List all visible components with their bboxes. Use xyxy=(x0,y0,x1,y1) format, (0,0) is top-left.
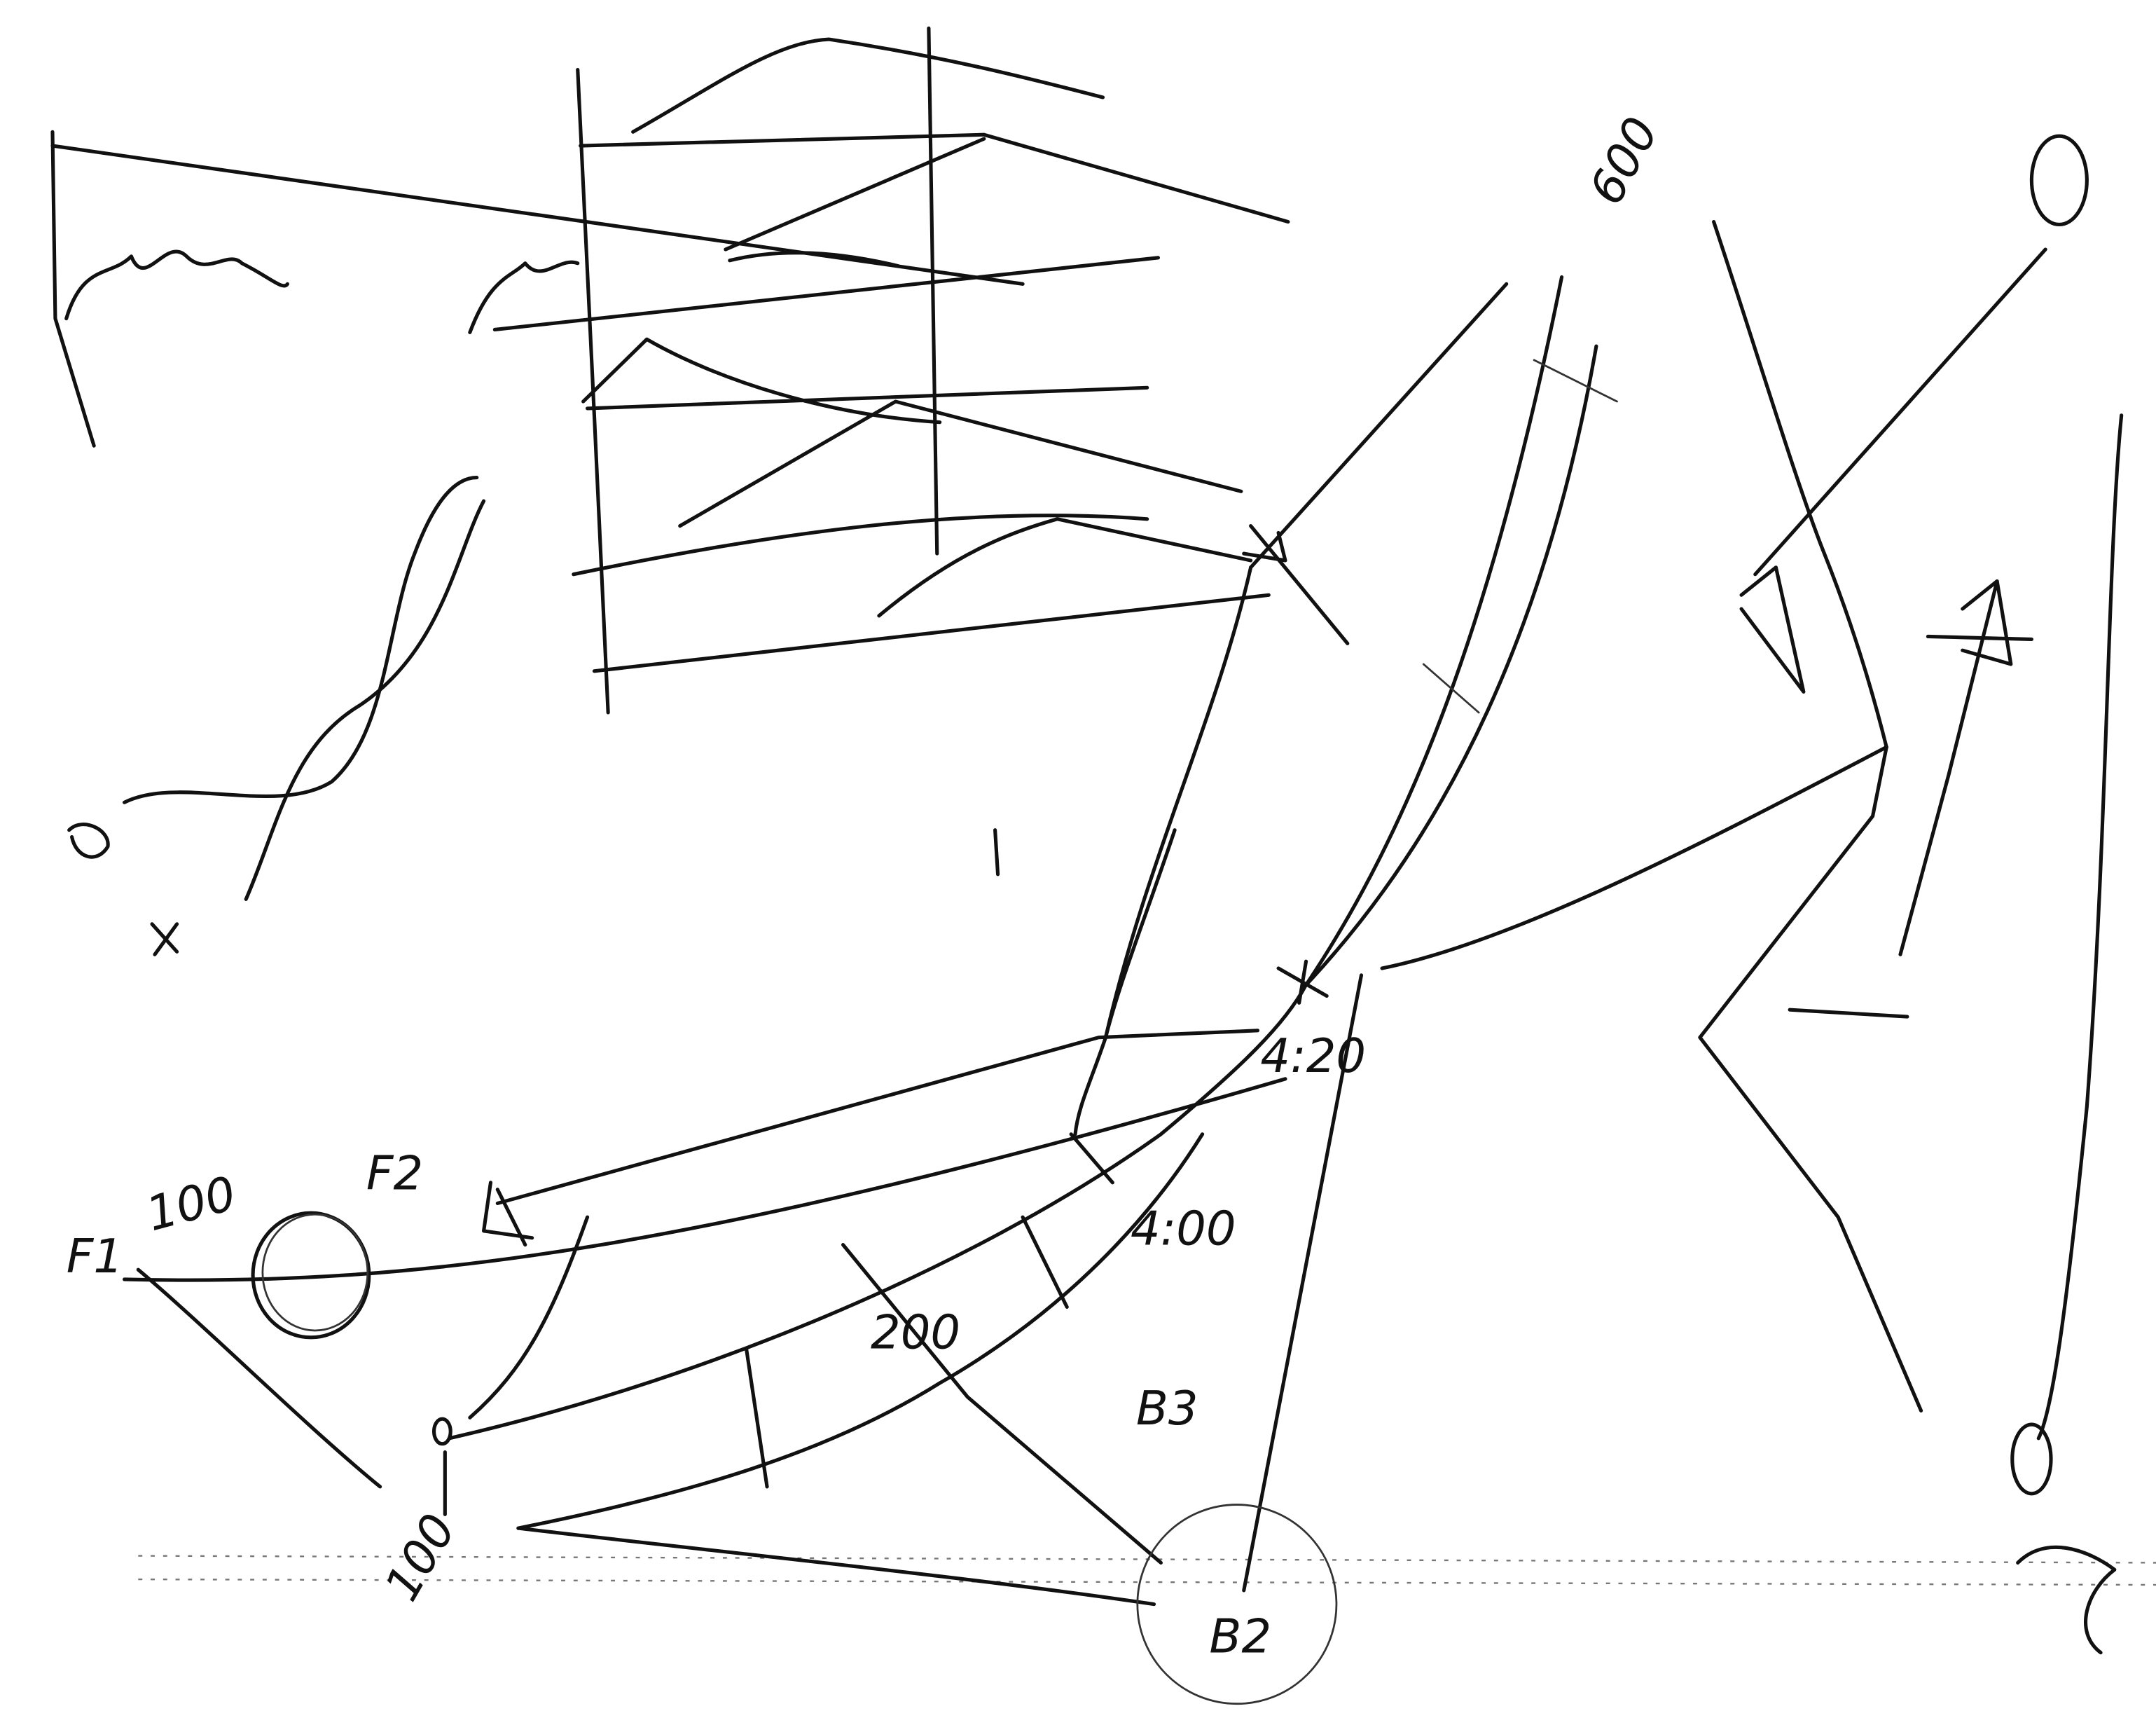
arc-network xyxy=(123,275,1888,1607)
label-mid-value: 200 xyxy=(871,1305,960,1360)
s-curve xyxy=(67,476,486,956)
label-top-value: 600 xyxy=(1579,109,1669,214)
label-time-upper: 4:20 xyxy=(1260,1029,1366,1083)
label-bottom-value: 100 xyxy=(141,1166,242,1242)
label-f1: F1 xyxy=(67,1229,123,1284)
circles xyxy=(251,1181,1338,1705)
top-left-axis xyxy=(50,130,1025,448)
timeline-stack xyxy=(492,26,1290,877)
right-structures xyxy=(1698,134,2124,1655)
label-node-b2: B2 xyxy=(1209,1609,1271,1664)
label-node-b3: B3 xyxy=(1136,1381,1198,1436)
label-f2: F2 xyxy=(366,1146,423,1201)
label-time-lower: 4:00 xyxy=(1131,1202,1236,1256)
